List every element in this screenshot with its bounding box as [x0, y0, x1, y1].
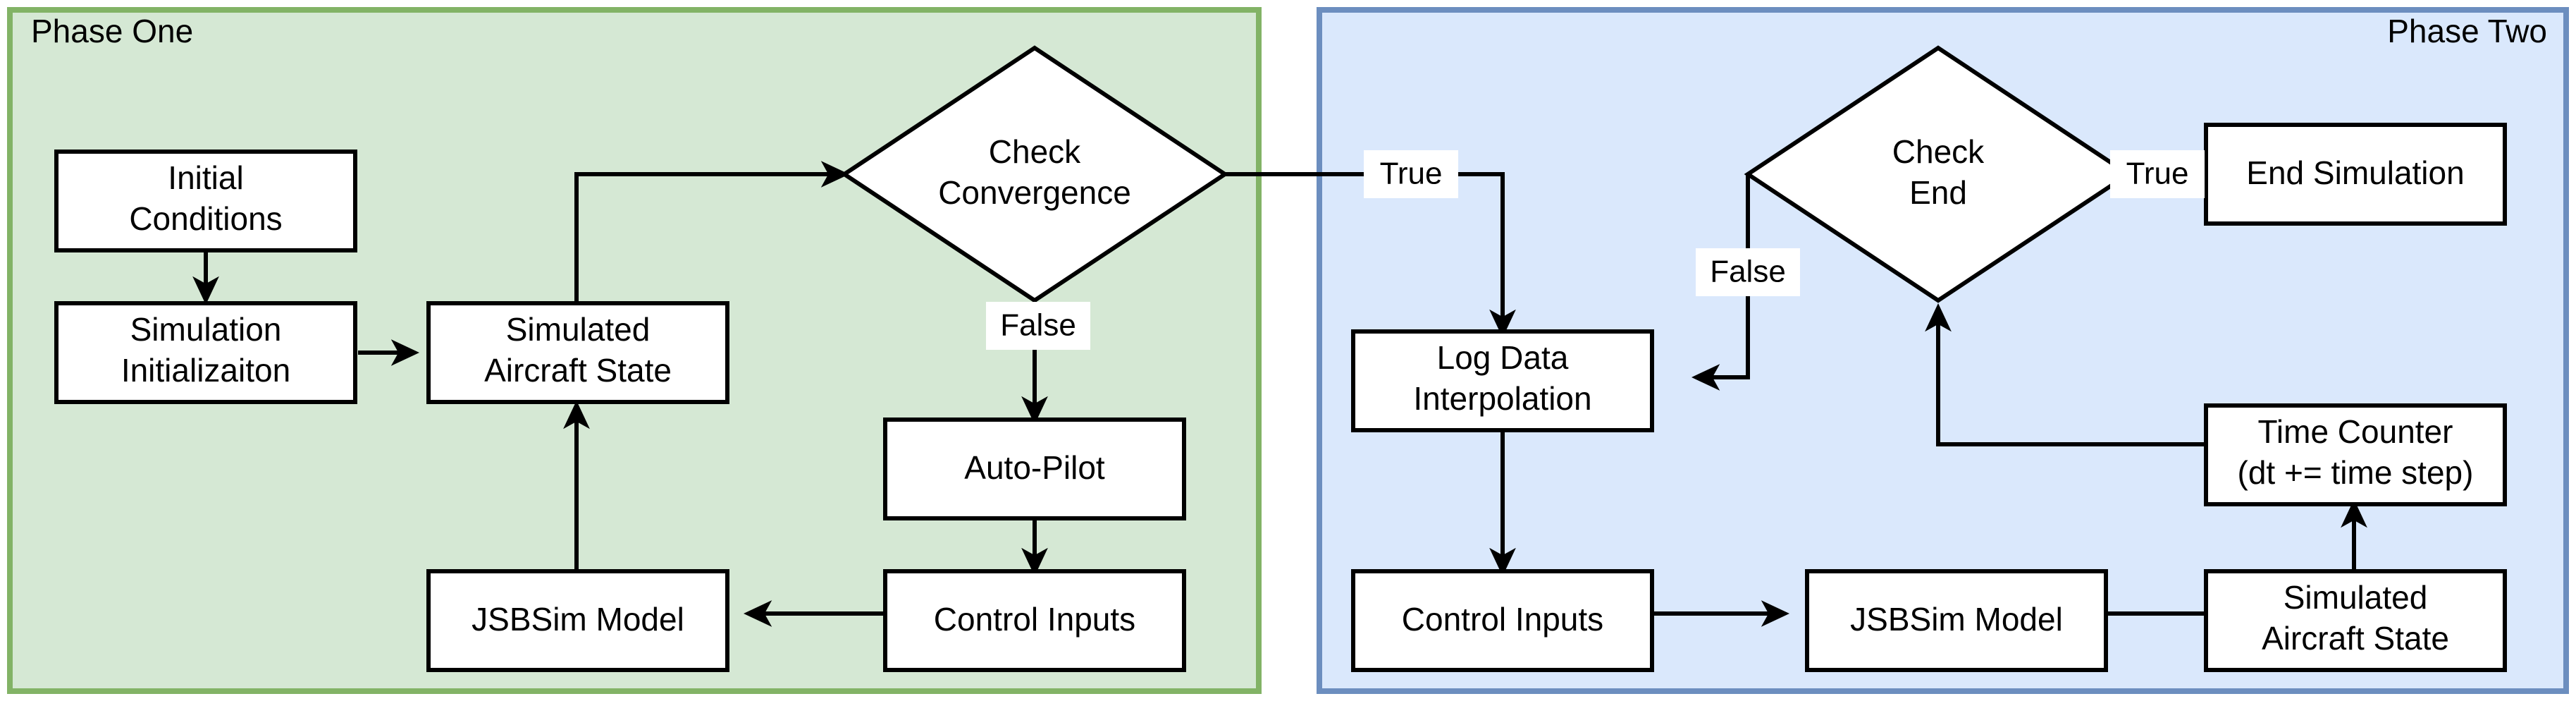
edge-label-check-end-false: False: [1696, 248, 1800, 296]
node-check-convergence-line1: Check: [989, 133, 1081, 170]
node-p2-simulated-aircraft-state-line1: Simulated: [2284, 579, 2428, 616]
node-p2-simulated-aircraft-state-line2: Aircraft State: [2262, 620, 2449, 657]
node-check-end-line2: End: [1909, 174, 1967, 211]
node-end-simulation-label: End Simulation: [2246, 154, 2464, 191]
node-p2-simulated-aircraft-state[interactable]: Simulated Aircraft State: [2204, 569, 2507, 672]
edge-label-convergence-true: True: [1364, 150, 1458, 198]
edge-label-convergence-true-text: True: [1380, 157, 1443, 191]
node-p2-control-inputs-label: Control Inputs: [1402, 601, 1603, 638]
node-p1-control-inputs[interactable]: Control Inputs: [883, 569, 1186, 672]
node-simulation-initialization-line1: Simulation: [130, 311, 282, 348]
node-auto-pilot-label: Auto-Pilot: [964, 449, 1105, 486]
node-check-end[interactable]: Check End: [1744, 45, 2133, 303]
node-time-counter[interactable]: Time Counter (dt += time step): [2204, 403, 2507, 506]
edge-aircraft-state-to-check-convergence: [574, 161, 849, 303]
node-log-data-interpolation-line1: Log Data: [1437, 339, 1569, 376]
node-initial-conditions[interactable]: Initial Conditions: [54, 150, 357, 252]
node-time-counter-line2: (dt += time step): [2238, 454, 2474, 491]
phase-one-label: Phase One: [31, 13, 193, 49]
edge-label-check-end-false-text: False: [1710, 255, 1786, 289]
node-auto-pilot[interactable]: Auto-Pilot: [883, 418, 1186, 520]
node-check-convergence-line2: Convergence: [938, 174, 1131, 211]
node-p1-simulated-aircraft-state[interactable]: Simulated Aircraft State: [426, 301, 729, 404]
edge-check-end-false-to-log-data: [1691, 174, 1750, 391]
node-p1-control-inputs-label: Control Inputs: [934, 601, 1135, 638]
node-log-data-interpolation-line2: Interpolation: [1413, 380, 1591, 417]
node-p2-jsbsim-model-label: JSBSim Model: [1850, 601, 2063, 638]
node-p2-control-inputs[interactable]: Control Inputs: [1351, 569, 1654, 672]
node-initial-conditions-line2: Conditions: [129, 200, 282, 237]
edge-label-check-end-true: True: [2110, 150, 2205, 198]
node-check-end-line1: Check: [1892, 133, 1985, 170]
edge-time-counter-to-check-end: [1925, 303, 2205, 446]
node-p1-simulated-aircraft-state-line1: Simulated: [506, 311, 651, 348]
node-simulation-initialization-line2: Initializaiton: [121, 352, 290, 389]
node-simulation-initialization[interactable]: Simulation Initializaiton: [54, 301, 357, 404]
node-end-simulation[interactable]: End Simulation: [2204, 123, 2507, 226]
node-p1-simulated-aircraft-state-line2: Aircraft State: [484, 352, 672, 389]
edge-check-convergence-true-to-log-data: [1225, 172, 1516, 338]
node-p1-jsbsim-model-label: JSBSim Model: [472, 601, 684, 638]
node-p1-jsbsim-model[interactable]: JSBSim Model: [426, 569, 729, 672]
node-time-counter-line1: Time Counter: [2258, 413, 2453, 450]
edge-label-convergence-false-text: False: [1000, 308, 1076, 343]
node-log-data-interpolation[interactable]: Log Data Interpolation: [1351, 329, 1654, 432]
edge-label-check-end-true-text: True: [2126, 157, 2189, 191]
node-p2-jsbsim-model[interactable]: JSBSim Model: [1805, 569, 2108, 672]
phase-two-label: Phase Two: [2387, 13, 2547, 49]
node-check-convergence[interactable]: Check Convergence: [840, 45, 1229, 303]
edge-label-convergence-false: False: [986, 302, 1090, 350]
node-initial-conditions-line1: Initial: [168, 159, 243, 196]
